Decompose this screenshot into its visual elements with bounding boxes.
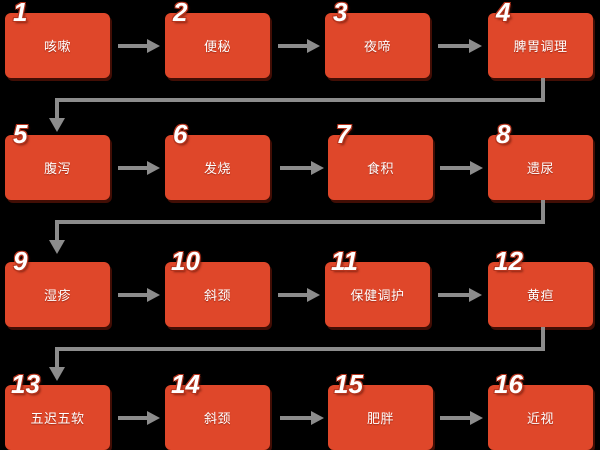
arrow-head [307,39,320,53]
node-number-15: 15 [334,369,363,399]
arrow-15-to-16 [440,411,483,425]
node-label-10: 斜颈 [203,287,231,303]
arrow-6-to-7 [280,161,324,175]
arrow-head [147,411,160,425]
flow-node-10[interactable]: 10 斜颈 [165,248,270,327]
node-number-16: 16 [494,369,523,399]
arrow-shaft [118,44,148,48]
arrow-head [470,411,483,425]
node-label-11: 保健调护 [350,287,405,303]
arrow-shaft [118,166,148,170]
flow-node-15[interactable]: 15 肥胖 [328,371,433,450]
node-number-13: 13 [11,369,40,399]
wrap-connector-2-vertical-up [55,220,59,242]
flow-node-6[interactable]: 6 发烧 [165,121,270,200]
node-label-1: 咳嗽 [43,38,71,54]
arrow-head [469,39,482,53]
arrow-head [307,288,320,302]
node-label-2: 便秘 [203,38,231,54]
node-label-16: 近视 [526,410,554,426]
node-label-5: 腹泻 [43,160,71,176]
node-number-9: 9 [13,246,28,276]
arrow-11-to-12 [438,288,483,302]
flow-node-4[interactable]: 4 脾胃调理 [488,0,593,78]
node-number-11: 11 [331,246,358,276]
wrap-connector-3-horizontal [55,347,545,351]
node-number-14: 14 [171,369,200,399]
arrow-3-to-4 [438,39,483,53]
arrow-shaft [440,416,471,420]
wrap-connector-3-vertical-up [55,347,59,369]
arrow-10-to-11 [278,288,320,302]
node-number-4: 4 [496,0,511,27]
node-number-7: 7 [336,119,351,149]
node-label-14: 斜颈 [203,410,231,426]
arrow-2-to-3 [278,39,320,53]
arrow-head [470,161,483,175]
flow-node-14[interactable]: 14 斜颈 [165,371,270,450]
flow-node-16[interactable]: 16 近视 [488,371,593,450]
node-number-6: 6 [173,119,188,149]
node-number-2: 2 [173,0,188,27]
wrap-connector-3-vertical-down [541,327,545,351]
node-label-9: 湿疹 [43,287,71,303]
flow-node-5[interactable]: 5 腹泻 [5,121,110,200]
flow-node-1[interactable]: 1 咳嗽 [5,0,110,78]
node-label-7: 食积 [366,160,394,176]
flow-node-13[interactable]: 13 五迟五软 [5,371,110,450]
arrow-13-to-14 [118,411,160,425]
arrow-shaft [118,293,148,297]
arrow-head [311,411,324,425]
arrow-9-to-10 [118,288,160,302]
wrap-connector-1-vertical-down [541,78,545,102]
node-number-1: 1 [13,0,28,27]
node-label-8: 遗尿 [526,160,554,176]
arrow-shaft [438,44,470,48]
flow-node-8[interactable]: 8 遗尿 [488,121,593,200]
node-label-6: 发烧 [203,160,231,176]
flow-node-12[interactable]: 12 黄疸 [488,248,593,327]
arrow-shaft [438,293,470,297]
node-label-13: 五迟五软 [30,410,85,426]
flow-node-9[interactable]: 9 湿疹 [5,248,110,327]
wrap-connector-2-arrowhead [49,240,65,254]
node-number-10: 10 [171,246,200,276]
arrow-head [311,161,324,175]
wrap-connector-1-vertical-up [55,98,59,120]
arrow-5-to-6 [118,161,160,175]
arrow-1-to-2 [118,39,160,53]
arrow-14-to-15 [280,411,324,425]
arrow-head [147,161,160,175]
arrow-shaft [278,293,308,297]
arrow-head [147,288,160,302]
arrow-shaft [280,166,312,170]
flow-node-3[interactable]: 3 夜啼 [325,0,430,78]
node-number-12: 12 [494,246,523,276]
node-number-8: 8 [496,119,511,149]
wrap-connector-2-vertical-down [541,200,545,224]
arrow-head [469,288,482,302]
node-label-15: 肥胖 [366,410,394,426]
arrow-shaft [280,416,312,420]
arrow-shaft [118,416,148,420]
wrap-connector-2-horizontal [55,220,545,224]
wrap-connector-3-arrowhead [49,367,65,381]
node-label-4: 脾胃调理 [513,38,568,54]
arrow-shaft [278,44,308,48]
node-label-3: 夜啼 [363,38,391,54]
arrow-shaft [440,166,471,170]
node-label-12: 黄疸 [526,287,554,303]
arrow-7-to-8 [440,161,483,175]
flow-node-2[interactable]: 2 便秘 [165,0,270,78]
arrow-head [147,39,160,53]
node-number-3: 3 [333,0,348,27]
wrap-connector-1-horizontal [55,98,545,102]
flow-node-7[interactable]: 7 食积 [328,121,433,200]
flow-node-11[interactable]: 11 保健调护 [325,248,430,327]
wrap-connector-1-arrowhead [49,118,65,132]
node-number-5: 5 [13,119,28,149]
